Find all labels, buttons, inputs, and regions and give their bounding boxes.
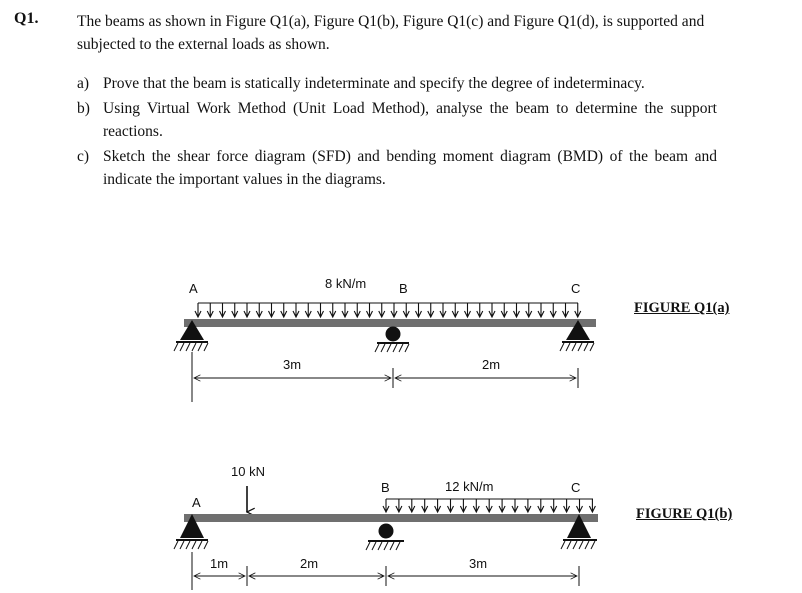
span-2-label: 2m bbox=[300, 556, 318, 571]
part-label: b) bbox=[77, 100, 90, 117]
udl-arrow bbox=[439, 303, 447, 319]
udl-arrow bbox=[219, 303, 226, 319]
udl-arrow bbox=[511, 499, 519, 514]
udl-arrow bbox=[415, 303, 422, 319]
udl-arrow bbox=[329, 303, 337, 319]
pin-support-a bbox=[173, 320, 209, 352]
udl-arrow bbox=[280, 303, 288, 319]
part-a: a) Prove that the beam is statically ind… bbox=[77, 72, 717, 95]
udl-arrow bbox=[550, 499, 558, 514]
udl-arrow bbox=[366, 303, 373, 319]
udl-arrow bbox=[524, 499, 532, 514]
label-a: A bbox=[192, 495, 201, 510]
udl-arrow bbox=[408, 499, 416, 514]
udl-arrow bbox=[451, 303, 459, 319]
question-number: Q1. bbox=[14, 10, 39, 27]
span-3-label: 3m bbox=[469, 556, 487, 571]
udl-arrow bbox=[498, 499, 506, 514]
udl-arrow bbox=[421, 499, 429, 514]
part-b: b) Using Virtual Work Method (Unit Load … bbox=[77, 97, 717, 143]
figure-caption-a: FIGURE Q1(a) bbox=[634, 300, 730, 316]
roller-support-b bbox=[374, 326, 410, 353]
udl-arrow bbox=[588, 499, 596, 514]
label-b: B bbox=[399, 281, 408, 296]
udl-label: 8 kN/m bbox=[325, 276, 366, 291]
label-a: A bbox=[189, 281, 198, 296]
udl-arrows bbox=[382, 498, 596, 514]
udl-arrow bbox=[317, 303, 324, 319]
part-text: Using Virtual Work Method (Unit Load Met… bbox=[103, 100, 717, 140]
part-text: Prove that the beam is statically indete… bbox=[103, 75, 645, 92]
question-intro: The beams as shown in Figure Q1(a), Figu… bbox=[77, 13, 705, 53]
udl-arrow bbox=[549, 303, 557, 319]
udl-arrow bbox=[194, 303, 202, 319]
udl-arrow bbox=[537, 303, 545, 319]
udl-arrow bbox=[292, 303, 300, 319]
part-label: c) bbox=[77, 148, 90, 165]
udl-arrow bbox=[353, 303, 361, 319]
udl-arrow bbox=[574, 303, 582, 319]
point-load-label: 10 kN bbox=[231, 464, 265, 479]
udl-arrow bbox=[395, 499, 403, 514]
udl-arrow bbox=[378, 303, 386, 319]
udl-arrow bbox=[576, 499, 583, 514]
beam bbox=[184, 319, 596, 327]
udl-arrows bbox=[194, 302, 582, 319]
udl-arrow bbox=[341, 303, 349, 319]
udl-arrow bbox=[382, 499, 390, 514]
fixed-support-a bbox=[173, 514, 209, 550]
udl-arrow bbox=[304, 303, 312, 319]
udl-arrow bbox=[500, 303, 508, 319]
part-label: a) bbox=[77, 75, 90, 92]
pin-support-c bbox=[560, 514, 597, 550]
udl-arrow bbox=[434, 499, 442, 514]
udl-arrow bbox=[402, 303, 410, 319]
udl-arrow bbox=[513, 303, 520, 319]
udl-arrow bbox=[206, 303, 214, 319]
span-ab-label: 3m bbox=[283, 357, 301, 372]
udl-arrow bbox=[488, 303, 496, 319]
udl-arrow bbox=[447, 499, 454, 514]
udl-arrow bbox=[231, 303, 239, 319]
udl-arrow bbox=[427, 303, 435, 319]
figure-caption-b: FIGURE Q1(b) bbox=[636, 506, 733, 522]
udl-arrow bbox=[472, 499, 480, 514]
udl-arrow bbox=[459, 499, 467, 514]
figure-q1b: 10 kN A B 12 kN/m C bbox=[173, 464, 598, 590]
udl-arrow bbox=[563, 499, 571, 514]
udl-arrow bbox=[464, 303, 471, 319]
beam bbox=[184, 514, 598, 522]
roller-support-b bbox=[365, 523, 404, 551]
udl-arrow bbox=[243, 303, 251, 319]
figure-q1a: A 8 kN/m B C bbox=[173, 276, 596, 402]
udl-arrow bbox=[268, 303, 275, 319]
udl-arrow bbox=[255, 303, 263, 319]
dimension-lines bbox=[191, 352, 579, 402]
udl-arrow bbox=[525, 303, 533, 319]
label-b: B bbox=[381, 480, 390, 495]
udl-arrow bbox=[537, 499, 545, 514]
udl-arrow bbox=[562, 303, 569, 319]
span-1-label: 1m bbox=[210, 556, 228, 571]
question-parts: a) Prove that the beam is statically ind… bbox=[77, 72, 717, 193]
udl-arrow bbox=[485, 499, 493, 514]
pin-support-c bbox=[559, 320, 595, 352]
udl-label: 12 kN/m bbox=[445, 479, 493, 494]
label-c: C bbox=[571, 281, 580, 296]
udl-arrow bbox=[390, 303, 398, 319]
udl-arrow bbox=[476, 303, 484, 319]
label-c: C bbox=[571, 480, 580, 495]
part-text: Sketch the shear force diagram (SFD) and… bbox=[103, 148, 717, 188]
span-bc-label: 2m bbox=[482, 357, 500, 372]
part-c: c) Sketch the shear force diagram (SFD) … bbox=[77, 145, 717, 191]
dimension-lines bbox=[191, 552, 580, 590]
